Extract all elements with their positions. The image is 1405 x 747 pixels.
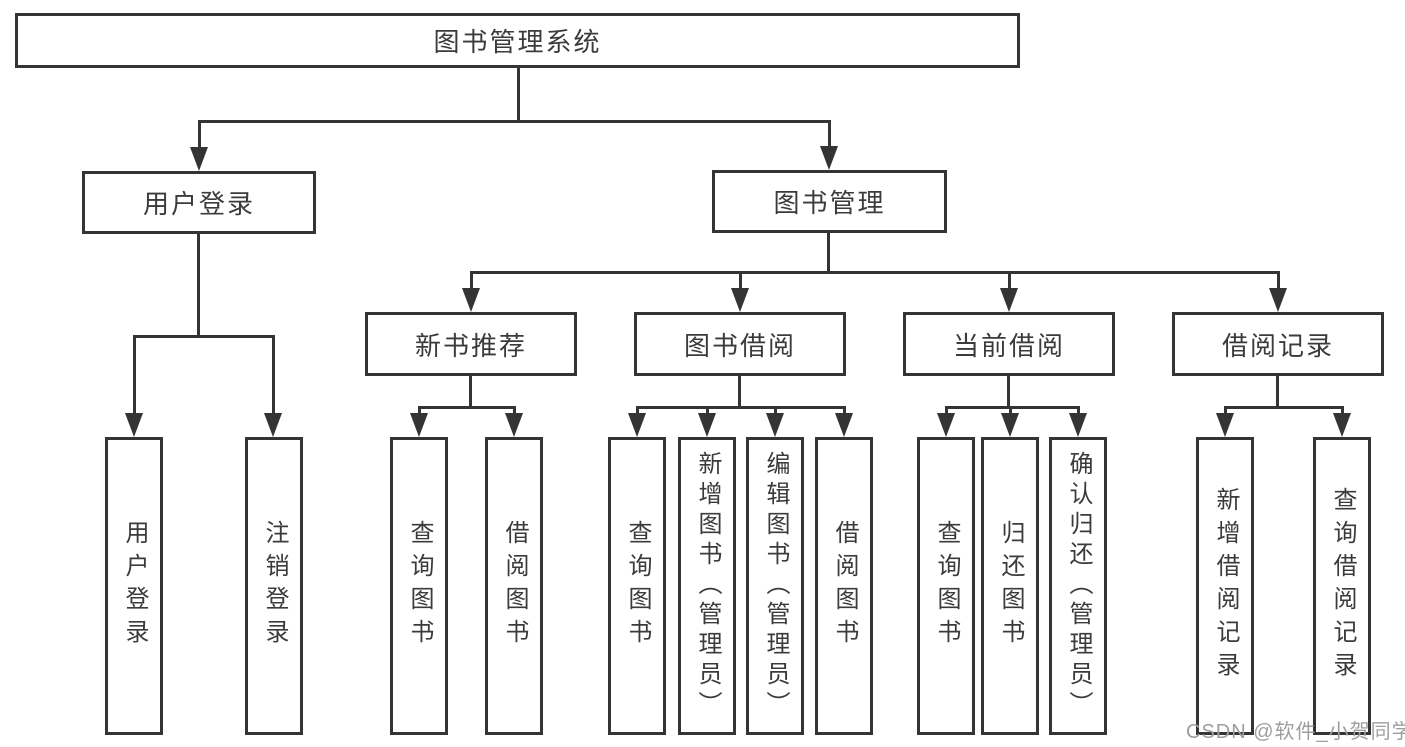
arrow-down-add-book — [698, 406, 716, 437]
node-label: 编辑图书（管理员） — [762, 451, 789, 721]
node-query-books-borrowing: 查询图书 — [608, 437, 666, 735]
node-label: 借阅记录 — [1221, 330, 1334, 361]
arrow-down-book-borrow — [731, 271, 749, 312]
connector-root-vline — [517, 68, 520, 120]
connector-mgmt-vline — [827, 233, 830, 271]
connector-newbook-hline — [418, 406, 516, 409]
connector-newbook-vline — [469, 376, 472, 406]
connector-current-hline — [945, 406, 1080, 409]
node-logout: 注销登录 — [245, 437, 303, 735]
arrow-down-new-book — [462, 271, 480, 312]
connector-mgmt-hline — [470, 271, 1280, 274]
node-label: 图书管理 — [773, 188, 886, 218]
node-label: 查询图书 — [406, 520, 433, 652]
node-label: 新增图书（管理员） — [694, 451, 721, 721]
node-new-book-recommend: 新书推荐 — [365, 312, 577, 376]
node-user-login: 用户登录 — [82, 171, 316, 234]
node-label: 当前借阅 — [952, 330, 1065, 361]
arrow-down-return-book — [1001, 406, 1019, 437]
node-label: 归还图书 — [997, 520, 1024, 652]
node-label: 查询图书 — [624, 520, 651, 652]
arrow-down-query-books-1 — [410, 406, 428, 437]
connector-records-vline — [1276, 376, 1279, 406]
connector-records-hline — [1224, 406, 1343, 409]
node-label: 确认归还（管理员） — [1065, 451, 1092, 721]
arrow-down-query-books-2 — [628, 406, 646, 437]
arrow-down-user-login — [190, 120, 208, 171]
node-label: 借阅图书 — [831, 520, 858, 652]
arrow-down-current-borrow — [1000, 271, 1018, 312]
node-book-management: 图书管理 — [712, 170, 947, 233]
node-book-borrowing: 图书借阅 — [634, 312, 846, 376]
arrow-down-borrow-books-1 — [505, 406, 523, 437]
node-label: 新增借阅记录 — [1212, 487, 1239, 685]
node-query-borrow-record: 查询借阅记录 — [1313, 437, 1371, 735]
node-borrow-books-recommend: 借阅图书 — [485, 437, 543, 735]
node-label: 注销登录 — [261, 520, 288, 652]
connector-current-vline — [1007, 376, 1010, 406]
node-query-books-recommend: 查询图书 — [390, 437, 448, 735]
arrow-down-edit-book — [766, 406, 784, 437]
arrow-down-confirm-return — [1069, 406, 1087, 437]
node-label: 借阅图书 — [501, 520, 528, 652]
arrow-down-borrow-books-2 — [835, 406, 853, 437]
node-label: 用户登录 — [142, 189, 255, 219]
arrow-down-logout-leaf — [264, 335, 282, 437]
arrow-down-book-management — [820, 120, 838, 170]
arrow-down-login-leaf — [125, 335, 143, 437]
connector-root-hline — [198, 120, 831, 123]
node-user-login-leaf: 用户登录 — [105, 437, 163, 735]
node-borrow-books-borrowing: 借阅图书 — [815, 437, 873, 735]
csdn-watermark: CSDN @软件_小贺同学 — [1186, 721, 1405, 743]
node-return-book: 归还图书 — [981, 437, 1039, 735]
connector-login-hline — [133, 335, 275, 338]
node-label: 查询借阅记录 — [1329, 487, 1356, 685]
node-library-management-system: 图书管理系统 — [15, 13, 1020, 68]
connector-login-vline — [197, 234, 200, 335]
connector-borrowing-vline — [738, 376, 741, 406]
arrow-down-add-record — [1216, 406, 1234, 437]
node-label: 查询图书 — [933, 520, 960, 652]
node-edit-book-admin: 编辑图书（管理员） — [746, 437, 804, 735]
arrow-down-query-record — [1333, 406, 1351, 437]
node-label: 图书管理系统 — [433, 27, 602, 57]
connector-borrowing-hline — [636, 406, 845, 409]
node-confirm-return-admin: 确认归还（管理员） — [1049, 437, 1107, 735]
node-query-books-current: 查询图书 — [917, 437, 975, 735]
node-current-borrowing: 当前借阅 — [903, 312, 1115, 376]
node-add-book-admin: 新增图书（管理员） — [678, 437, 736, 735]
node-label: 新书推荐 — [414, 330, 527, 361]
node-label: 用户登录 — [121, 520, 148, 652]
arrow-down-borrow-records — [1269, 271, 1287, 312]
arrow-down-query-books-3 — [937, 406, 955, 437]
node-label: 图书借阅 — [683, 330, 796, 361]
node-borrowing-records: 借阅记录 — [1172, 312, 1384, 376]
node-add-borrow-record: 新增借阅记录 — [1196, 437, 1254, 735]
